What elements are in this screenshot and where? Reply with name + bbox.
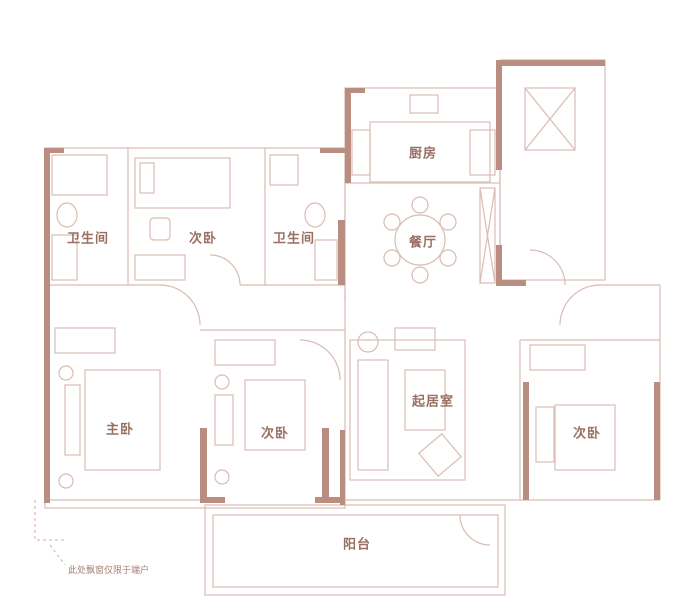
room-label-bedroom-right: 次卧 [572,426,602,442]
room-label-bathroom-left: 卫生间 [66,231,110,247]
room-label-kitchen: 厨房 [408,146,438,162]
balcony-outline [204,504,506,596]
room-label-balcony: 阳台 [342,537,372,553]
room-label-bathroom-right: 卫生间 [272,231,316,247]
kitchen-outline [344,87,501,184]
room-label-master-bedroom: 主卧 [105,422,135,438]
wall-left [44,148,50,503]
room-label-bedroom-top: 次卧 [188,231,218,247]
room-label-living-room: 起居室 [411,394,455,410]
room-label-bedroom-middle: 次卧 [260,426,290,442]
room-label-dining: 餐厅 [408,235,438,251]
bay-window-note: 此处飘窗仅限于端户 [68,566,150,576]
stair-outline [499,59,606,281]
wall-stair-top [496,60,605,66]
